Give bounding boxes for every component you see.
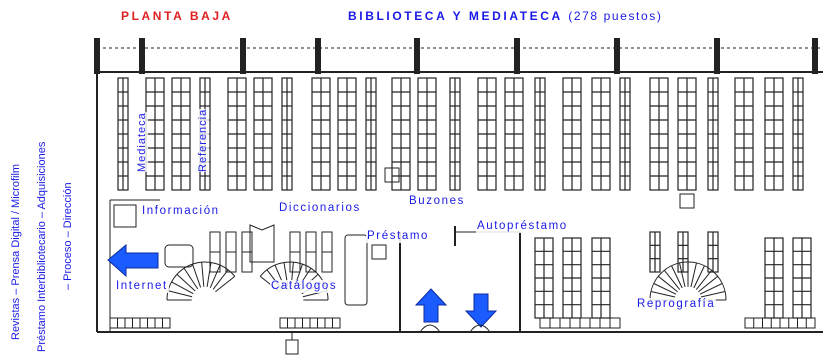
stand <box>249 224 275 263</box>
side-label-prestamo-interbibliotecario: Préstamo Interbibliotecario – Adquisicio… <box>36 141 48 352</box>
shelf-stack <box>677 231 689 273</box>
column <box>614 38 620 74</box>
shelf-stack <box>117 77 129 191</box>
column <box>94 38 100 74</box>
table <box>209 231 221 273</box>
column <box>139 38 145 74</box>
side-label-revistas: Revistas – Prensa Digital / Microfilm <box>10 163 22 340</box>
shelf-stack <box>707 231 719 273</box>
shelf-stack <box>534 237 554 319</box>
shelf-stack <box>253 77 273 191</box>
desk <box>113 204 137 228</box>
fan-workstation <box>166 261 236 301</box>
area-label-reprografia: Reprografía <box>636 298 717 311</box>
shelf-stack <box>591 77 611 191</box>
library-name: BIBLIOTECA Y MEDIATECA <box>348 9 563 23</box>
shelf-stack <box>281 77 293 191</box>
table <box>164 244 194 268</box>
shelf-stack <box>417 77 437 191</box>
area-label-autoprestamo: Autopréstamo <box>476 220 569 233</box>
column <box>315 38 321 74</box>
bench <box>744 317 816 329</box>
shelf-stack <box>707 77 719 191</box>
bench <box>539 317 621 329</box>
counter <box>344 234 368 306</box>
shelf-stack <box>562 77 582 191</box>
circular-workstations <box>166 261 727 301</box>
area-label-mediateca: Mediateca <box>136 112 148 172</box>
bench <box>279 317 341 329</box>
shelf-stack <box>649 231 661 273</box>
entrance-doors <box>285 324 491 355</box>
shelf-stack <box>649 77 669 191</box>
table <box>225 231 237 273</box>
desk <box>679 193 695 209</box>
desk <box>384 167 400 183</box>
shelf-stack <box>734 77 754 191</box>
shelf-stack <box>311 77 331 191</box>
arrow-up-icon <box>414 288 448 323</box>
structural-columns <box>94 38 818 74</box>
table <box>305 231 317 273</box>
shelf-stack <box>591 237 611 319</box>
area-label-diccionarios: Diccionarios <box>278 202 362 215</box>
side-label-proceso: – Proceso – Dirección <box>62 182 74 290</box>
shelf-stack <box>792 237 812 319</box>
arrow-left-icon <box>107 243 159 278</box>
shelf-stack <box>677 77 697 191</box>
column <box>714 38 720 74</box>
arrow-down-icon <box>464 293 498 328</box>
shelf-stack <box>145 77 165 191</box>
shelf-stack <box>477 77 497 191</box>
shelf-stack <box>792 77 804 191</box>
reading-tables <box>113 167 695 306</box>
desk <box>371 244 387 260</box>
area-label-internet: Internet <box>115 280 169 293</box>
area-label-referencia: Referencia <box>197 108 209 172</box>
shelf-stack <box>391 77 411 191</box>
shelf-stack <box>534 77 546 191</box>
shelf-stack <box>171 77 191 191</box>
shelf-stack <box>504 77 524 191</box>
shelf-stack <box>449 77 461 191</box>
table <box>321 231 333 273</box>
table <box>289 231 301 273</box>
shelf-stack <box>562 237 582 319</box>
library-title: BIBLIOTECA Y MEDIATECA (278 puestos) <box>348 9 662 23</box>
area-label-buzones: Buzones <box>408 195 466 208</box>
plan-walls <box>96 47 823 333</box>
shelf-stack <box>365 77 377 191</box>
shelf-stack <box>337 77 357 191</box>
shelf-stack <box>619 77 631 191</box>
bench <box>109 317 171 329</box>
fan-workstation <box>649 261 727 301</box>
area-label-catalogos: Catálogos <box>270 280 339 293</box>
shelving-stacks <box>117 77 812 319</box>
column <box>514 38 520 74</box>
bottom-furniture <box>109 317 816 329</box>
area-label-informacion: Información <box>141 205 221 218</box>
capacity-label: (278 puestos) <box>568 9 663 23</box>
column <box>414 38 420 74</box>
column <box>240 38 246 74</box>
shelf-stack <box>764 77 784 191</box>
column <box>812 38 818 74</box>
area-label-prestamo: Préstamo <box>366 230 431 243</box>
shelf-stack <box>227 77 247 191</box>
floor-title: PLANTA BAJA <box>121 9 233 23</box>
shelf-stack <box>764 237 784 319</box>
